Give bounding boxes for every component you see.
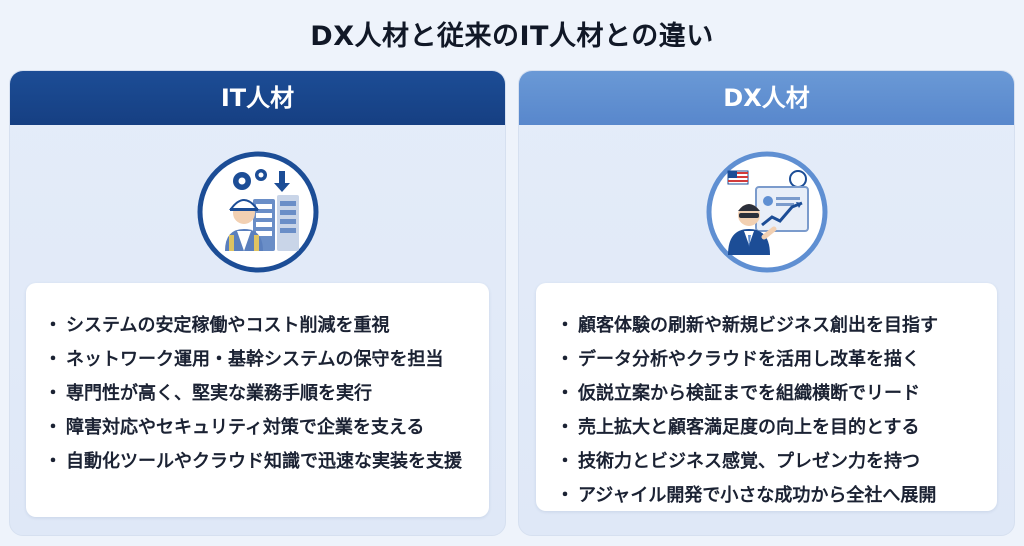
dx-businessperson-presentation-icon [706,151,828,273]
list-item: 専門性が高く、堅実な業務手順を実行 [44,377,475,411]
list-item: 自動化ツールやクラウド知識で迅速な実装を支援 [44,445,475,479]
list-item: 仮説立案から検証までを組織横断でリード [556,377,983,411]
list-item: 障害対応やセキュリティ対策で企業を支える [44,411,475,445]
it-engineer-server-icon [197,151,319,273]
page-title: DX人材と従来のIT人材との違い [310,21,714,52]
dx-talent-header: DX人材 [519,71,1014,125]
list-item: 顧客体験の刷新や新規ビジネス創出を目指す [556,309,983,343]
it-talent-points-card: システムの安定稼働やコスト削減を重視 ネットワーク運用・基幹システムの保守を担当… [26,283,489,517]
it-talent-header: IT人材 [10,71,505,125]
dx-talent-panel: DX人材 [518,70,1015,536]
dx-talent-points-card: 顧客体験の刷新や新規ビジネス創出を目指す データ分析やクラウドを活用し改革を描く… [536,283,997,513]
it-talent-panel: IT人材 [9,70,506,536]
dx-talent-points: 顧客体験の刷新や新規ビジネス創出を目指す データ分析やクラウドを活用し改革を描く… [536,283,997,513]
list-item: ネットワーク運用・基幹システムの保守を担当 [44,343,475,377]
list-item: アジャイル開発で小さな成功から全社へ展開 [556,479,983,513]
list-item: データ分析やクラウドを活用し改革を描く [556,343,983,377]
it-talent-points: システムの安定稼働やコスト削減を重視 ネットワーク運用・基幹システムの保守を担当… [26,283,489,479]
list-item: 売上拡大と顧客満足度の向上を目的とする [556,411,983,445]
list-item: システムの安定稼働やコスト削減を重視 [44,309,475,343]
list-item: 技術力とビジネス感覚、プレゼン力を持つ [556,445,983,479]
